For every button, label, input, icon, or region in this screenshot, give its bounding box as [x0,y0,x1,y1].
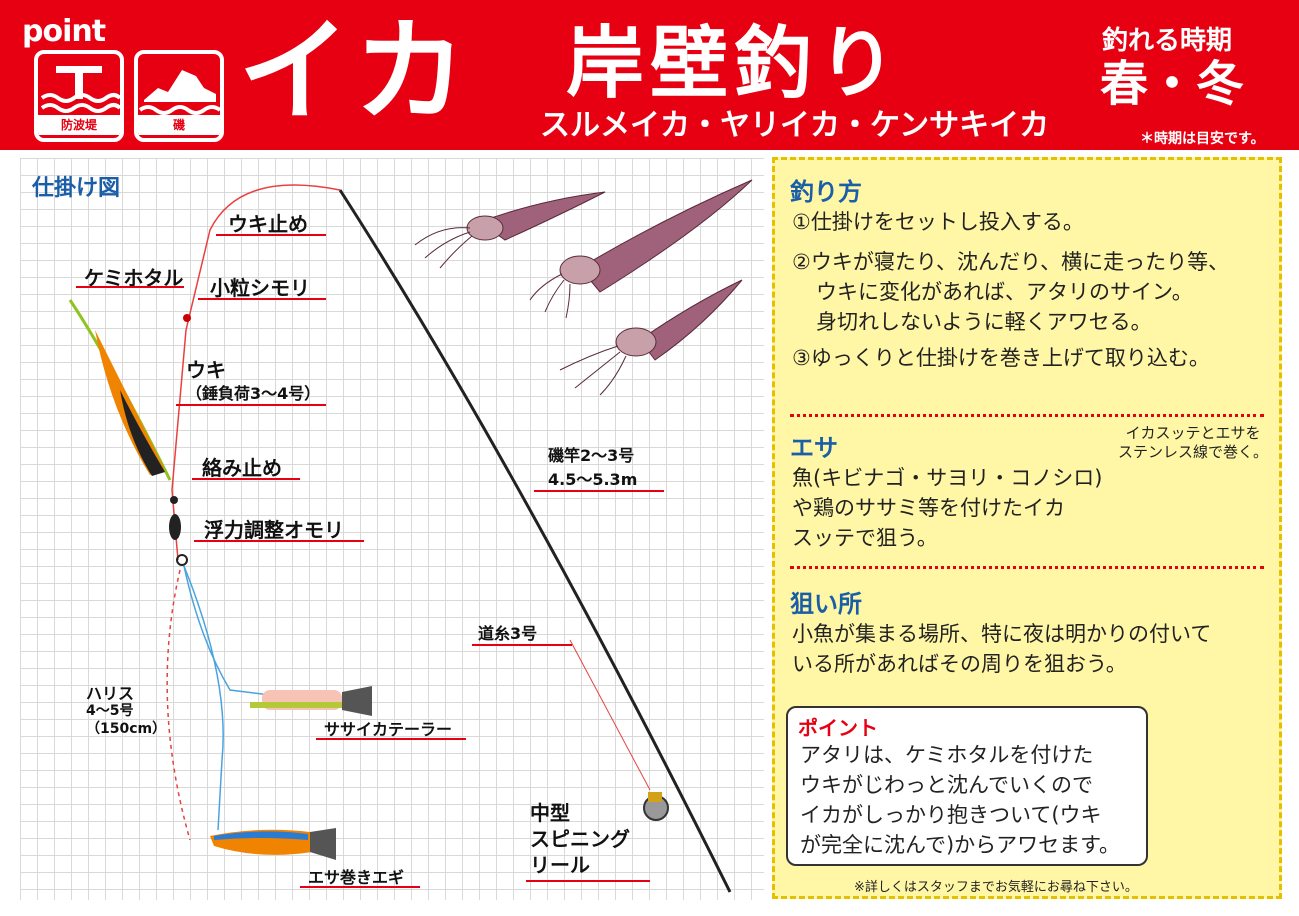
rock-icon: 磯 [134,50,224,142]
label-mainline: 道糸3号 [478,624,538,643]
diagram-title: 仕掛け図 [32,176,121,201]
rock-label: 磯 [138,115,220,135]
underline [316,738,466,740]
label-tangle-stop: 絡み止め [202,456,282,480]
bead-icon [183,314,191,322]
season-note: ＊時期は目安です。 [1140,131,1265,147]
underline [76,286,184,288]
howto-step-2b: ウキに変化があれば、アタリのサイン。 [816,280,1193,304]
label-egi: エサ巻きエギ [308,868,405,887]
title-squid: イカ [238,7,470,137]
sinker-icon [169,514,181,540]
label-sinker: 浮力調整オモリ [204,518,344,542]
bait-note-2: ステンレス線で巻く。 [1118,443,1269,461]
breakwater-drawing [40,66,120,113]
label-float: ウキ [186,358,226,382]
underline [300,886,420,888]
point-line-4: が完全に沈んで)からアワセます。 [800,833,1121,857]
label-reel-3: リール [530,853,590,877]
rock-drawing [138,70,220,115]
underline [526,880,650,882]
label-float-load: （錘負荷3～4号） [186,384,321,403]
label-leader-length: （150cm） [86,721,167,737]
underline [472,644,572,646]
label-reel-2: スピニング [530,827,630,851]
rod-icon [338,189,732,893]
footer-note: ※詳しくはスタッフまでお気軽にお尋ね下さい。 [854,880,1138,895]
spot-line-2: いる所があればその周りを狙おう。 [792,652,1127,676]
title-shore-fishing: 岸壁釣り [566,19,903,109]
breakwater-icon: 防波堤 [34,50,124,142]
howto-step-2c: 身切れしないように軽くアワセる。 [816,310,1152,334]
bait-title: エサ [790,434,838,462]
underline [192,478,300,480]
point-line-2: ウキがじわっと沈んでいくので [800,773,1093,797]
species-list: スルメイカ・ヤリイカ・ケンサキイカ [540,108,1050,143]
point-line-3: イカがしっかり抱きついて(ウキ [800,803,1102,827]
squid-illustration-1 [414,191,606,269]
label-uki-stop: ウキ止め [228,212,308,236]
howto-step-1: ①仕掛けをセットし投入する。 [792,210,1084,234]
squid-illustration-2 [529,179,753,319]
label-leader: ハリス [86,684,135,703]
spot-title: 狙い所 [790,590,862,618]
section-divider [790,414,1264,417]
label-rod: 磯竿2～3号 [548,446,635,465]
spot-line-1: 小魚が集まる場所、特に夜は明かりの付いて [792,622,1212,646]
season-value: 春・冬 [1100,56,1245,112]
label-reel-1: 中型 [530,801,570,825]
howto-title: 釣り方 [790,178,862,206]
point-title: ポイント [798,716,878,740]
squid-illustration-3 [559,279,743,396]
underline [194,540,364,542]
howto-step-2a: ②ウキが寝たり、沈んだり、横に走ったり等、 [792,250,1230,274]
point-line-1: アタリは、ケミホタルを付けた [800,743,1094,767]
point-body: アタリは、ケミホタルを付けた ウキがじわっと沈んでいくので イカがしっかり抱きつ… [800,740,1146,860]
diagram-grid [20,158,764,900]
float-icon [95,330,165,475]
bait-line-2: や鶏のササミ等を付けたイカ [792,496,1065,520]
label-bead: 小粒シモリ [210,276,310,300]
underline [216,234,326,236]
bait-line-1: 魚(キビナゴ・サヨリ・コノシロ) [792,466,1103,490]
bait-note: イカスッテとエサを ステンレス線で巻く。 [1118,424,1268,462]
bait-note-1: イカスッテとエサを [1125,424,1261,442]
breakwater-label: 防波堤 [38,115,120,135]
label-rod-length: 4.5～5.3m [548,470,638,489]
bait-line-3: スッテで狙う。 [792,526,938,550]
underline [198,298,326,300]
section-divider [790,566,1264,569]
howto-step-3: ③ゆっくりと仕掛けを巻き上げて取り込む。 [792,346,1210,370]
point-box [786,706,1148,866]
tangle-stop-icon [170,496,178,504]
underline [176,404,326,406]
point-logo: point [22,14,106,49]
label-sasai-tailer: ササイカテーラー [324,720,453,739]
mainline-icon [171,184,341,561]
season-label: 釣れる時期 [1102,26,1233,56]
underline [534,490,664,492]
label-leader-size: 4～5号 [86,703,134,719]
